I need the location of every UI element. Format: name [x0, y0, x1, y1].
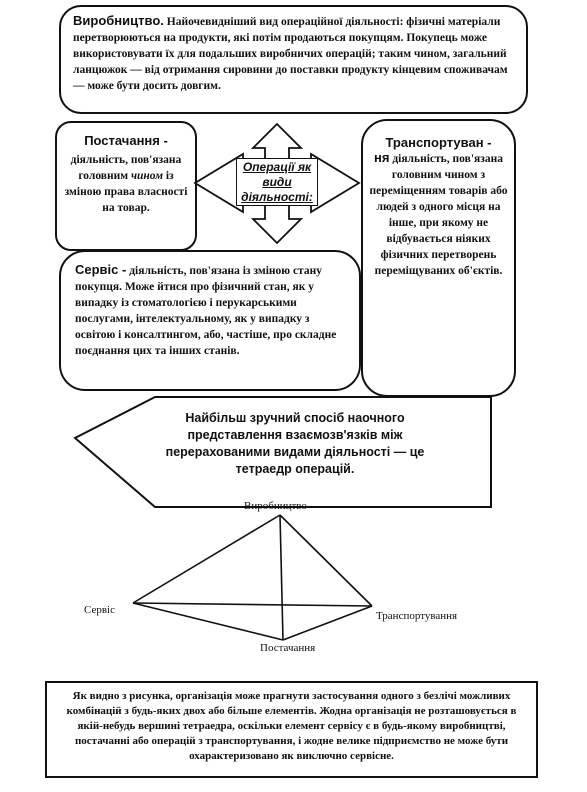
supply-text-before: діяльність, пов'язана головним	[70, 154, 182, 182]
vertex-label-supply: Постачання	[260, 642, 316, 654]
tetrahedron-diagram	[132, 514, 373, 641]
edge-left-right	[132, 602, 373, 607]
operations-label-line3: діяльності:	[241, 190, 313, 204]
vertex-label-service: Сервіс	[84, 604, 115, 616]
service-title: Сервіс -	[75, 262, 127, 277]
service-box: Сервіс - діяльність, пов'язана із зміною…	[59, 250, 361, 391]
conclusion-box: Як видно з рисунка, організація може пра…	[45, 681, 538, 778]
transport-text-inline: діяльність,	[392, 153, 450, 165]
edge-top-bottom	[279, 514, 284, 641]
transport-title-line1: Транспортуван -	[385, 135, 492, 150]
production-text: Найочевидніший вид операційної діяльност…	[73, 16, 508, 92]
supply-text-after: із зміною права власності на товар.	[64, 170, 188, 214]
production-title: Виробництво.	[73, 13, 164, 28]
supply-text-italic: чином	[130, 170, 163, 182]
supply-title: Постачання -	[84, 133, 168, 148]
conclusion-text: Як видно з рисунка, організація може пра…	[66, 690, 517, 762]
service-text: покупця. Може йтися про фізичний стан, я…	[75, 281, 337, 357]
production-box: Виробництво. Найочевидніший вид операцій…	[59, 5, 528, 114]
transport-title-line2: ня	[374, 150, 390, 165]
vertex-label-production: Виробництво	[244, 500, 307, 512]
transport-box: Транспортуван - ня діяльність, пов'язана…	[361, 119, 516, 397]
operations-label-line1: Операції як	[242, 160, 312, 174]
transport-text: пов'язана головним чином з переміщенням …	[369, 153, 508, 277]
edge-right-bottom	[282, 605, 373, 641]
callout-text: Найбільш зручний спосіб наочного предста…	[165, 411, 425, 476]
production-description: Виробництво. Найочевидніший вид операцій…	[73, 13, 516, 94]
supply-box: Постачання - діяльність, пов'язана голов…	[55, 121, 197, 251]
edge-top-left	[132, 514, 281, 604]
supply-description: діяльність, пов'язана головним чином із …	[63, 152, 189, 216]
vertex-label-transport: Транспортування	[376, 610, 458, 622]
edge-top-right	[279, 514, 373, 607]
operations-label-line2: види	[262, 175, 292, 189]
service-description: Сервіс - діяльність, пов'язана із зміною…	[75, 262, 349, 359]
edge-left-bottom	[132, 602, 284, 641]
transport-description: ня діяльність, пов'язана головним чином …	[369, 150, 508, 279]
operations-label: Операції як види діяльності:	[236, 158, 318, 206]
callout-shape	[73, 396, 492, 508]
service-text-inline: діяльність, пов'язана із зміною стану	[129, 265, 322, 277]
